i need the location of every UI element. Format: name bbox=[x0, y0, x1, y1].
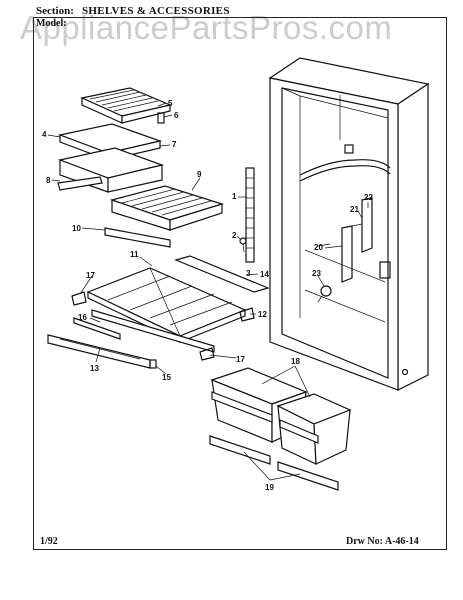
model-label: Model: bbox=[36, 18, 67, 29]
callout-20: 20 bbox=[314, 243, 323, 252]
callout-9: 9 bbox=[197, 170, 202, 179]
top-shelf-assembly bbox=[57, 87, 172, 193]
leader-lines bbox=[47, 102, 369, 481]
callout-10: 10 bbox=[72, 224, 81, 233]
callout-17: 17 bbox=[86, 271, 95, 280]
callout-22: 22 bbox=[364, 193, 373, 202]
callout-13: 13 bbox=[90, 364, 99, 373]
callout-23: 23 bbox=[312, 269, 321, 278]
drawing-number: Drw No: A-46-14 bbox=[346, 536, 419, 547]
section-label: Section: bbox=[36, 5, 74, 17]
callout-17b: 17 bbox=[236, 355, 245, 364]
crisper-trim bbox=[47, 334, 157, 369]
callout-8: 8 bbox=[46, 176, 51, 185]
shelf-ladder bbox=[239, 167, 255, 263]
callout-7: 7 bbox=[172, 140, 177, 149]
callout-21: 21 bbox=[350, 205, 359, 214]
callout-4: 4 bbox=[42, 130, 47, 139]
callout-12: 12 bbox=[258, 310, 267, 319]
callout-11: 11 bbox=[130, 250, 139, 259]
crisper-cover-assembly bbox=[71, 255, 270, 361]
crisper-drawers bbox=[210, 367, 352, 465]
callout-16: 16 bbox=[78, 313, 87, 322]
diagram-frame bbox=[33, 17, 447, 550]
wire-shelf-assembly bbox=[104, 185, 225, 248]
callout-labels: 5 6 4 7 8 9 1 10 2 3 22 21 20 23 11 14 1… bbox=[42, 99, 373, 492]
callout-19: 19 bbox=[265, 483, 274, 492]
callout-5: 5 bbox=[168, 99, 173, 108]
callout-6: 6 bbox=[174, 111, 179, 120]
refrigerator-cabinet bbox=[268, 57, 430, 391]
drawer-trims bbox=[209, 435, 339, 491]
callout-18: 18 bbox=[291, 357, 300, 366]
control-housing bbox=[317, 197, 373, 303]
callout-15: 15 bbox=[162, 373, 171, 382]
revision-date: 1/92 bbox=[40, 536, 58, 547]
callout-3: 3 bbox=[246, 269, 251, 278]
callout-2: 2 bbox=[232, 231, 237, 240]
callout-14: 14 bbox=[260, 270, 269, 279]
callout-1: 1 bbox=[232, 192, 237, 201]
section-title: SHELVES & ACCESSORIES bbox=[82, 5, 230, 17]
